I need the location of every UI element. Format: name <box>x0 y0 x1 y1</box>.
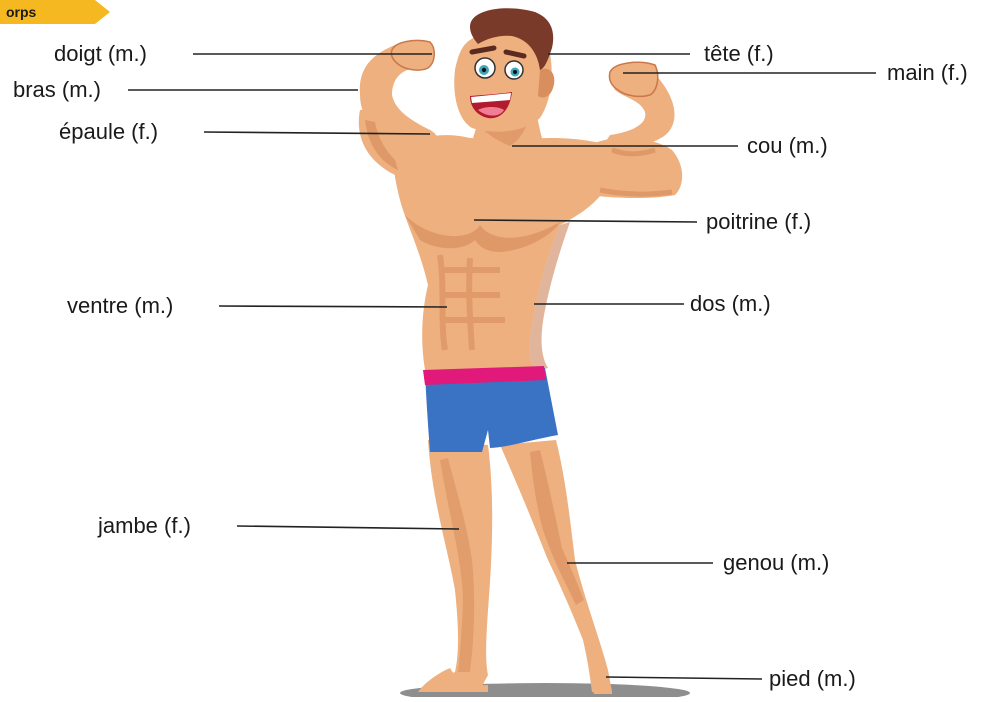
section-tab: orps <box>0 0 110 24</box>
leader-ventre <box>219 306 447 307</box>
label-tete: tête (f.) <box>704 43 774 65</box>
label-pied: pied (m.) <box>769 668 856 690</box>
right-shoulder <box>580 138 682 198</box>
ear <box>538 69 554 98</box>
left-leg <box>420 440 492 690</box>
label-cou: cou (m.) <box>747 135 828 157</box>
label-jambe: jambe (f.) <box>98 515 191 537</box>
label-genou: genou (m.) <box>723 552 829 574</box>
label-epaule: épaule (f.) <box>59 121 158 143</box>
leader-pied <box>606 677 762 679</box>
label-dos: dos (m.) <box>690 293 771 315</box>
label-main: main (f.) <box>887 62 968 84</box>
muscular-man-illustration <box>359 8 682 694</box>
label-bras: bras (m.) <box>13 79 101 101</box>
section-tab-label: orps <box>6 4 37 20</box>
right-leg <box>500 440 612 692</box>
leader-jambe <box>237 526 459 529</box>
label-poitrine: poitrine (f.) <box>706 211 811 233</box>
label-ventre: ventre (m.) <box>67 295 173 317</box>
label-doigt: doigt (m.) <box>54 43 147 65</box>
